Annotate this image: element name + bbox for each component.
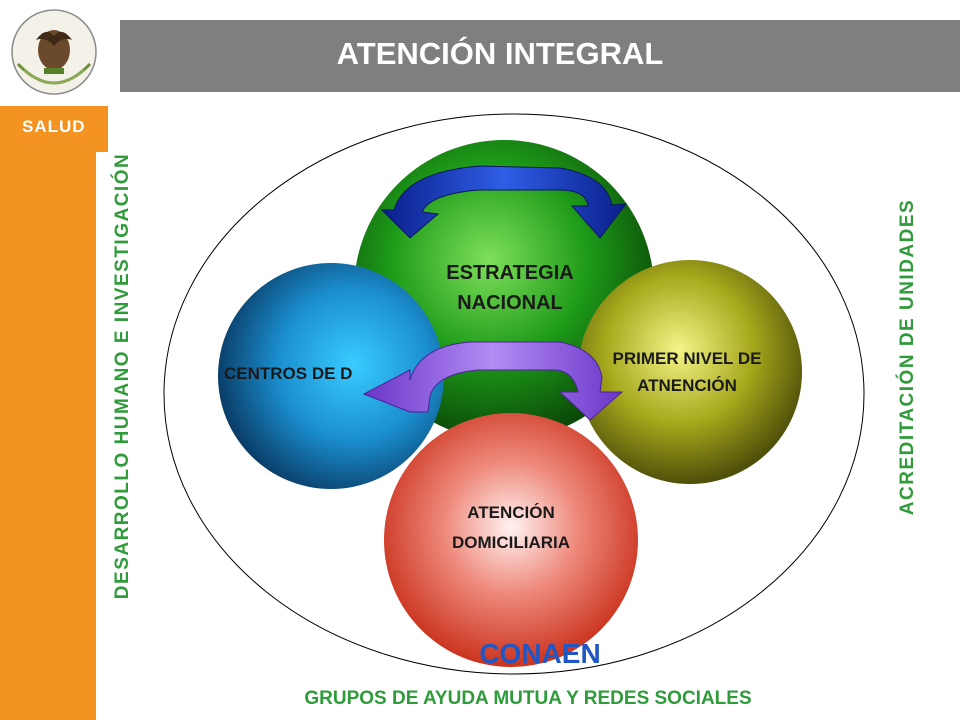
bottom-label: GRUPOS DE AYUDA MUTUA Y REDES SOCIALES	[304, 688, 752, 709]
cycle-arrow-top-icon	[380, 165, 628, 239]
bottom-circle	[384, 413, 638, 667]
left-circle-label: CENTROS DE D	[224, 364, 353, 383]
conaen-label: CONAEN	[479, 638, 601, 669]
center-circle-label: ESTRATEGIA NACIONAL	[446, 262, 574, 314]
right-side-label: ACREDITACIÓN DE UNIDADES	[897, 198, 918, 516]
cycle-arrow-middle-icon	[362, 341, 624, 421]
logo-box	[0, 0, 108, 104]
outer-ellipse	[163, 113, 865, 675]
right-circle-label: PRIMER NIVEL DE ATNENCIÓN	[612, 349, 762, 395]
brand-label: SALUD	[22, 117, 86, 136]
left-circle	[218, 263, 444, 489]
page-title: ATENCIÓN INTEGRAL	[336, 36, 664, 71]
title-bar: ATENCIÓN INTEGRAL	[120, 20, 960, 92]
right-circle	[578, 260, 802, 484]
left-side-label: DESARROLLO HUMANO E INVESTIGACIÓN	[112, 152, 133, 600]
coat-of-arms-icon	[11, 9, 97, 95]
brand-tab: SALUD	[0, 104, 108, 152]
bottom-circle-label: ATENCIÓN DOMICILIARIA	[451, 503, 571, 552]
